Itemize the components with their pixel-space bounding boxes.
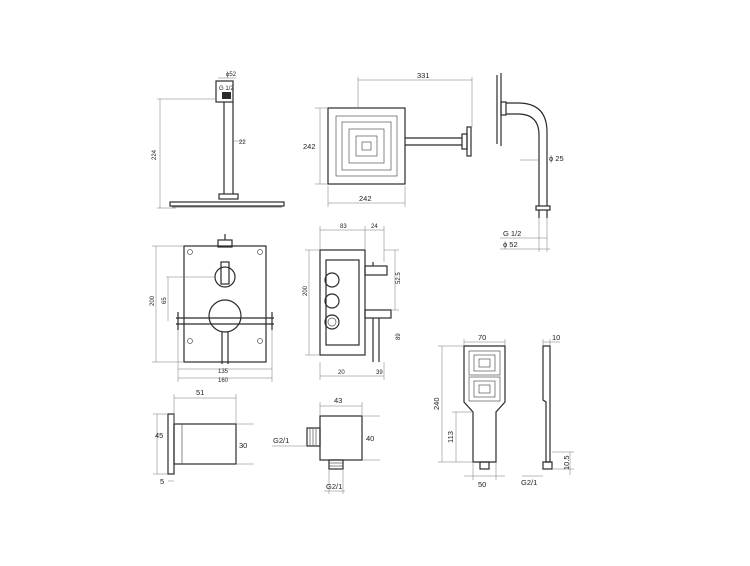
outlet-thread-side-label: G2/1 bbox=[273, 436, 289, 445]
valve-height-label: 200 bbox=[150, 295, 156, 306]
hand-shower-view: 70 240 113 50 bbox=[432, 333, 506, 489]
base-diameter-label: ϕ 52 bbox=[503, 240, 518, 249]
elbow-plate-label: 45 bbox=[155, 431, 163, 440]
handle-offset-label: 65 bbox=[162, 297, 168, 304]
inner-width-label: 135 bbox=[218, 369, 229, 375]
hand-side-view: 10 10.5 G2/1 bbox=[521, 333, 574, 487]
outlet-thread-bottom-label: G2/1 bbox=[326, 482, 342, 491]
side-height-label: 200 bbox=[303, 285, 309, 296]
side-upper-label: 52.5 bbox=[396, 272, 402, 284]
arm-tube-label: 22 bbox=[239, 140, 246, 146]
elbow-depth-label: 51 bbox=[196, 388, 204, 397]
tube-diameter-label: ϕ 25 bbox=[549, 154, 564, 163]
side-lower-label: 89 bbox=[396, 333, 402, 340]
outlet-height-label: 40 bbox=[366, 434, 374, 443]
elbow-view: 51 45 30 5 bbox=[153, 388, 254, 486]
side-width-label: 10 bbox=[552, 333, 560, 342]
side-thread-label: G 1/2 bbox=[503, 229, 521, 238]
arm-thread-label: G 1/2 bbox=[219, 86, 234, 92]
outer-width-label: 160 bbox=[218, 378, 229, 384]
head-depth-label: 242 bbox=[303, 142, 316, 151]
elbow-body-label: 30 bbox=[239, 441, 247, 450]
side-top-b-label: 24 bbox=[371, 224, 378, 230]
arm-diameter-label: ϕ52 bbox=[226, 72, 237, 78]
outlet-width-label: 43 bbox=[334, 396, 342, 405]
projection-label: 331 bbox=[417, 71, 430, 80]
head-width-label: 242 bbox=[359, 194, 372, 203]
hand-bottom-label: 50 bbox=[478, 480, 486, 489]
side-bottom-b-label: 39 bbox=[376, 370, 383, 376]
hand-width-label: 70 bbox=[478, 333, 486, 342]
shower-arm-view: ϕ52 G 1/2 22 224 bbox=[152, 72, 285, 209]
hand-length-label: 240 bbox=[432, 397, 441, 410]
elbow-base-label: 5 bbox=[160, 477, 164, 486]
hand-lower-label: 113 bbox=[446, 431, 455, 443]
valve-side-view: 83 24 200 52.5 89 20 39 bbox=[303, 224, 402, 380]
arm-side-view: ϕ 25 G 1/2 ϕ 52 bbox=[496, 73, 564, 252]
valve-front-view: 200 65 135 160 bbox=[150, 234, 274, 384]
head-plan-view: 331 242 242 bbox=[303, 71, 473, 207]
side-top-a-label: 83 bbox=[340, 224, 347, 230]
side-bottom-a-label: 20 bbox=[338, 370, 345, 376]
side-lower-label-hand: 10.5 bbox=[562, 455, 571, 470]
arm-height-label: 224 bbox=[152, 149, 158, 160]
outlet-view: 43 40 G2/1 G2/1 bbox=[272, 396, 380, 494]
side-thread-label-hand: G2/1 bbox=[521, 478, 537, 487]
